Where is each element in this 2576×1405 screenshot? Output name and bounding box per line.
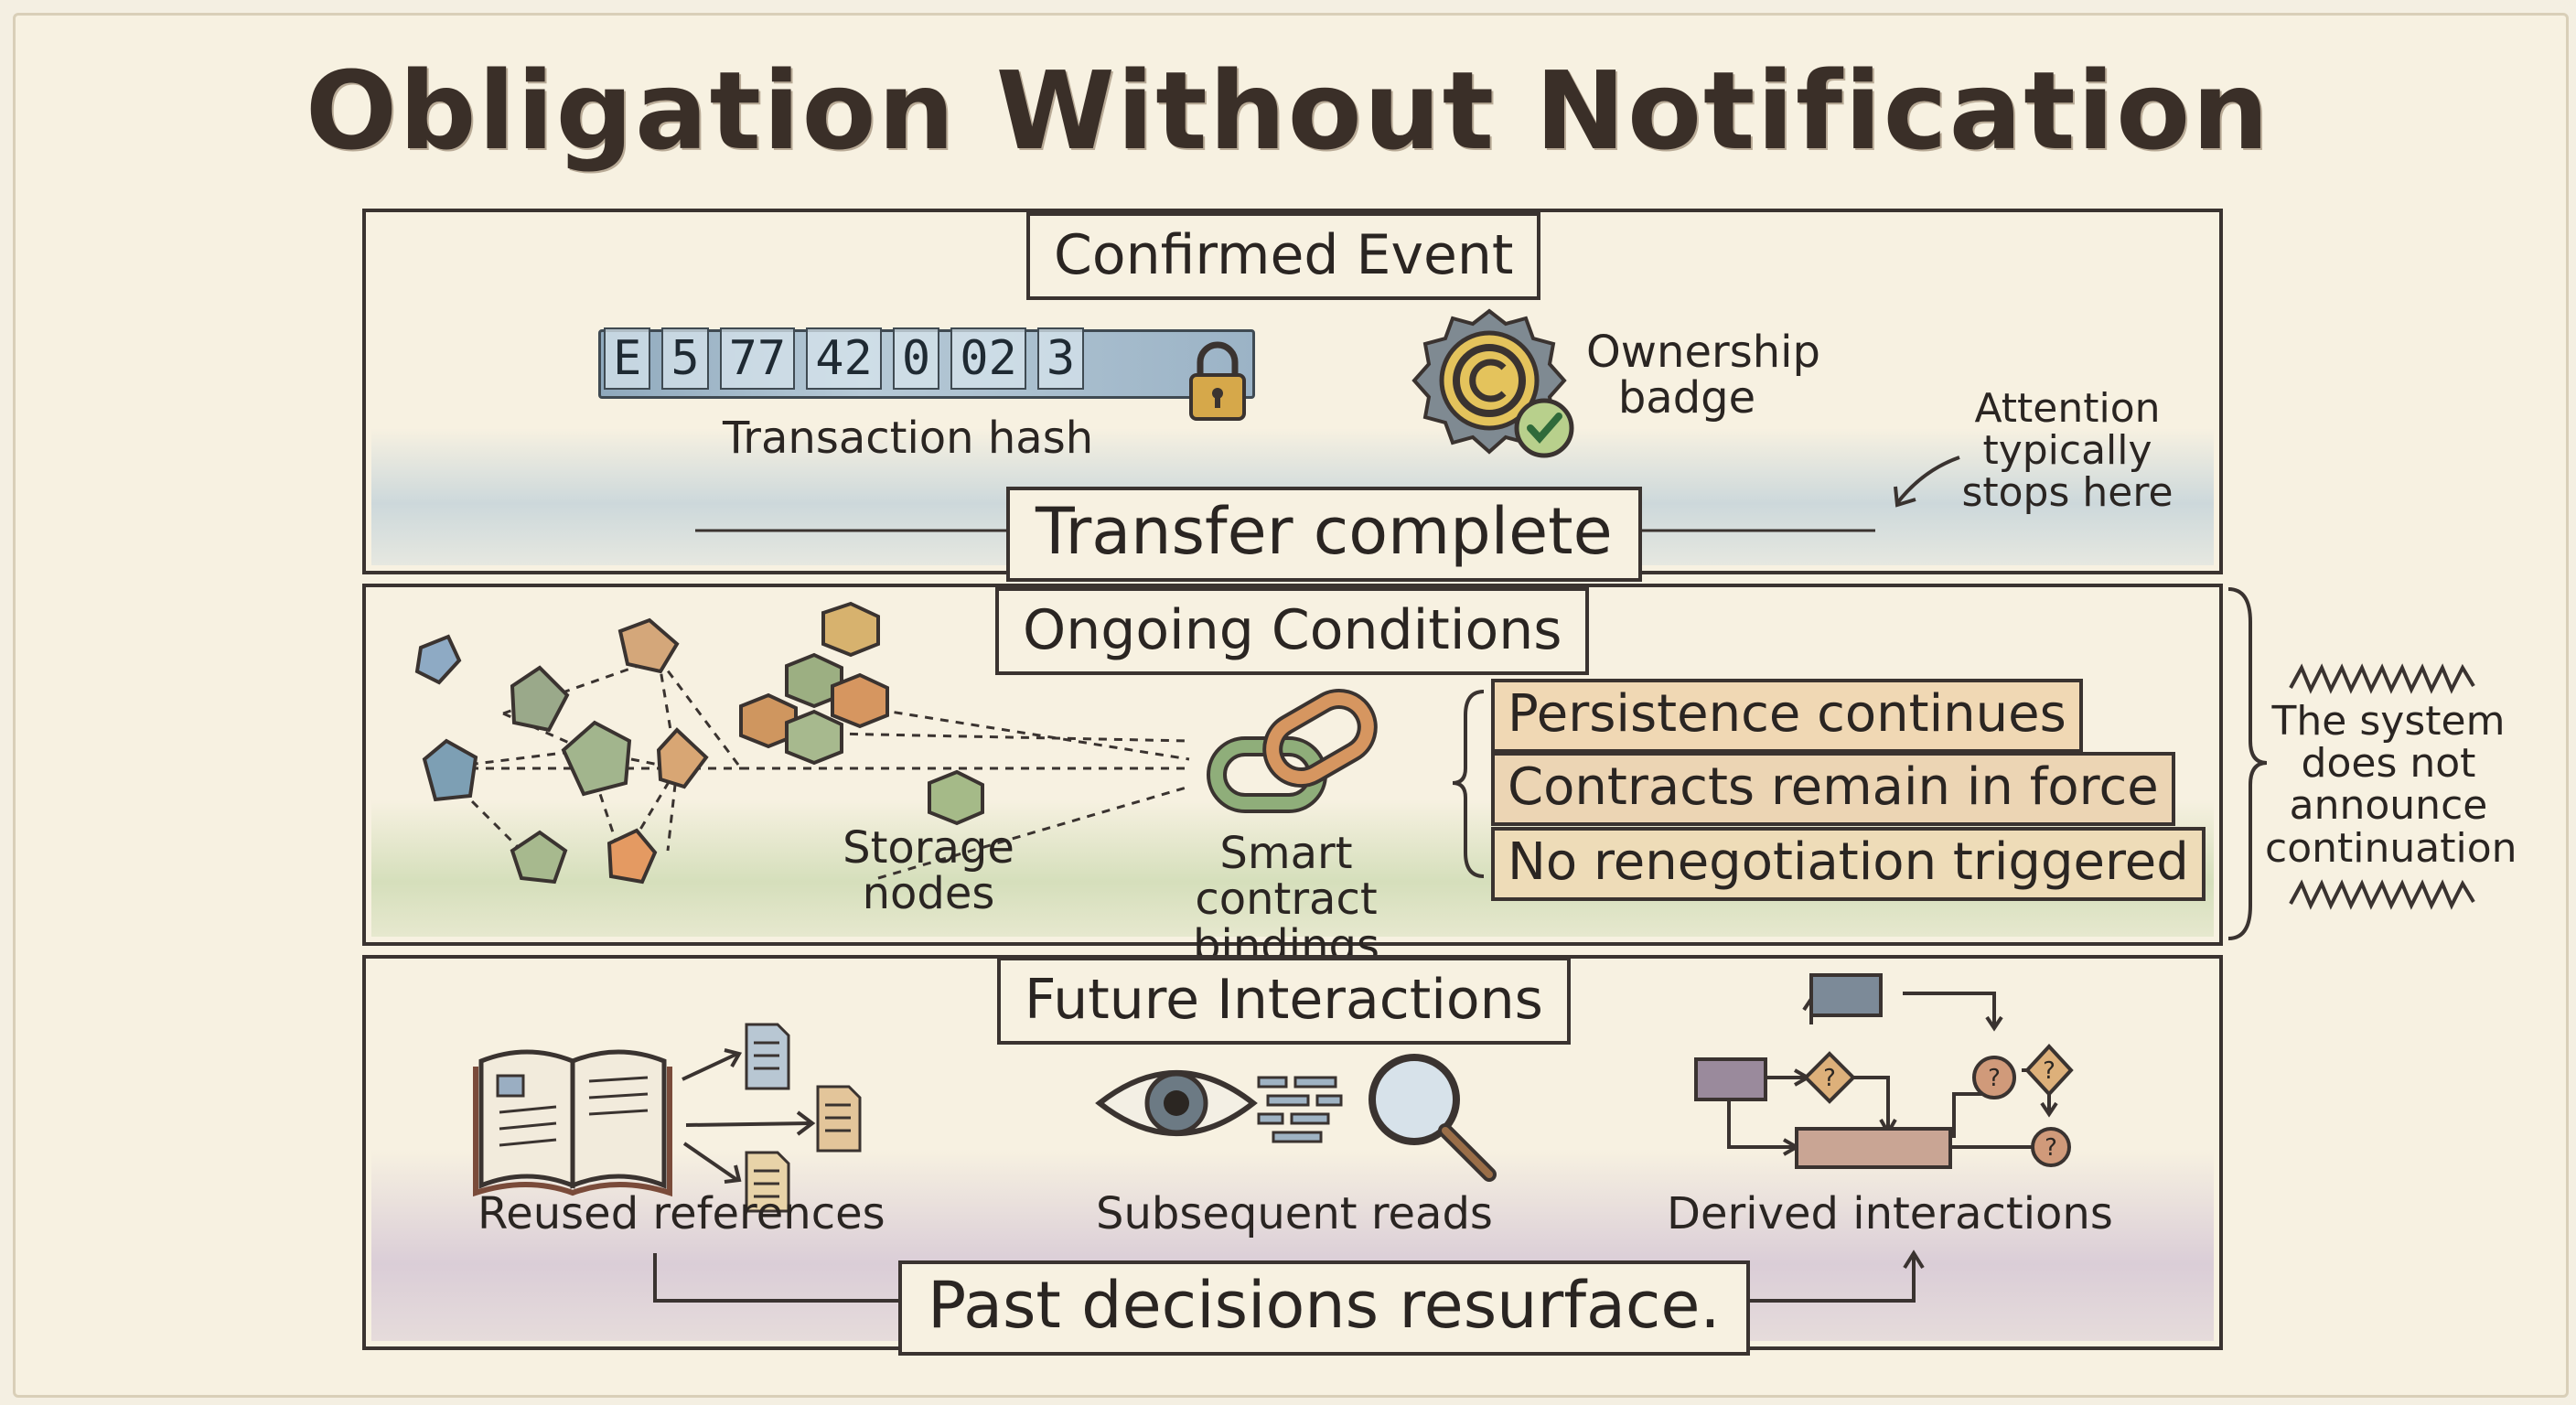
hash-segment: 77 (720, 327, 796, 390)
scribble-top-icon (2287, 660, 2479, 697)
open-book-icon (472, 1024, 875, 1207)
hash-segment: 3 (1037, 327, 1084, 390)
hash-segment: 0 (893, 327, 939, 390)
scribble-bottom-icon (2287, 876, 2479, 913)
storage-network-graph (402, 604, 1244, 933)
ownership-badge-text: Ownership badge (1586, 329, 1787, 422)
storage-nodes-text: Storage nodes (842, 825, 1015, 917)
smart-contract-text: Smart contract bindings (1131, 831, 1442, 969)
smart-contract-label: Smart contract bindings (1131, 831, 1442, 969)
heading-future-interactions: Future Interactions (997, 957, 1571, 1045)
padlock-icon (1186, 337, 1250, 428)
flowchart-question-mark: ? (1988, 1065, 2001, 1092)
eye-icon (1094, 1052, 1259, 1153)
transfer-complete-banner: Transfer complete (1006, 487, 1642, 582)
subsequent-reads-label: Subsequent reads (1096, 1191, 1493, 1237)
flowchart-question-mark: ? (2043, 1057, 2055, 1085)
flowchart-question-mark: ? (1823, 1065, 1836, 1092)
past-decisions-banner: Past decisions resurface. (898, 1260, 1750, 1356)
curved-arrow-icon (1886, 452, 1969, 516)
transaction-hash-label: Transaction hash (723, 415, 1093, 461)
chain-link-icon (1204, 695, 1378, 832)
flowchart-icon: ? ? ? ? (1692, 975, 2095, 1185)
derived-interactions-label: Derived interactions (1667, 1191, 2113, 1237)
condition-contracts: Contracts remain in force (1491, 752, 2175, 826)
hash-segment: 02 (950, 327, 1026, 390)
hash-segment: 5 (661, 327, 708, 390)
storage-nodes-label: Storage nodes (842, 825, 1015, 917)
magnifier-icon (1363, 1048, 1500, 1185)
ownership-badge-icon (1416, 307, 1581, 463)
heading-confirmed-event: Confirmed Event (1026, 212, 1540, 300)
flowchart-question-mark: ? (2045, 1134, 2057, 1162)
reused-references-label: Reused references (478, 1191, 886, 1237)
condition-brace (1451, 688, 1487, 880)
hash-segment: 42 (806, 327, 882, 390)
side-brace (2225, 585, 2270, 942)
ownership-badge-label: Ownership badge (1586, 329, 1787, 422)
attention-note: Attention typically stops here (1958, 388, 2177, 515)
diagram-title: Obligation Without Notification (0, 48, 2576, 174)
hash-segment: E (604, 327, 650, 390)
condition-persistence: Persistence continues (1491, 679, 2083, 753)
transaction-hash: E 5 77 42 0 02 3 (604, 327, 1095, 390)
data-stream-icon (1255, 1072, 1365, 1145)
condition-no-renegotiation: No renegotiation triggered (1491, 827, 2206, 901)
side-note: The system does not announce continuatio… (2265, 701, 2512, 870)
